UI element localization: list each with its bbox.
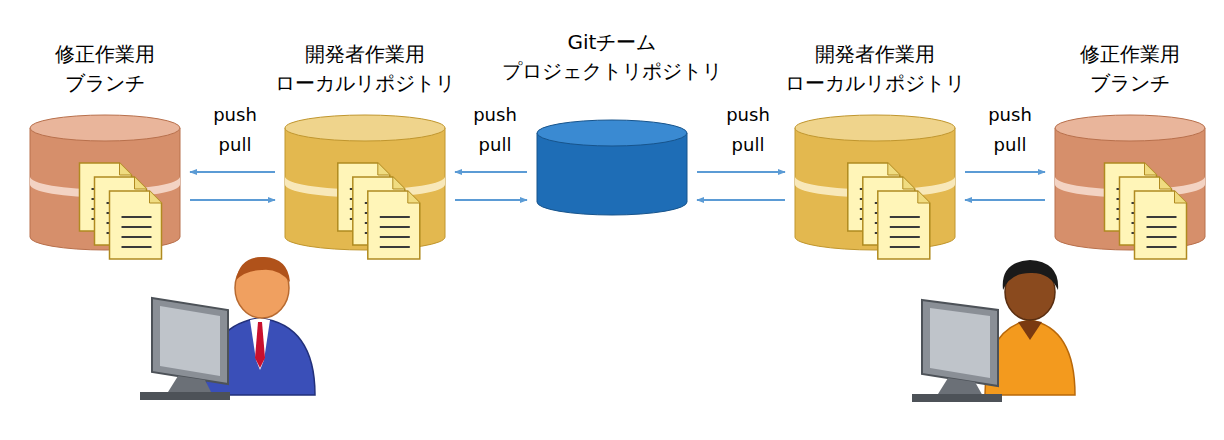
repository-heading: 開発者作業用 ローカルリポジトリ — [775, 40, 975, 98]
repository-heading: 修正作業用 ブランチ — [1065, 40, 1195, 98]
database-cylinder — [1055, 115, 1205, 250]
operation-label: push — [726, 104, 770, 126]
cylinder-top — [1055, 115, 1205, 141]
cylinder-top — [795, 115, 955, 141]
sync-arrow — [455, 171, 527, 173]
sync-arrow — [965, 199, 1045, 201]
operation-label: pull — [732, 134, 765, 156]
sync-arrow — [965, 171, 1045, 173]
operation-label: pull — [479, 134, 512, 156]
cylinder-top — [537, 120, 687, 146]
database-cylinder — [795, 115, 955, 250]
operation-label: push — [988, 104, 1032, 126]
database-cylinder — [285, 115, 445, 250]
repository-heading: Gitチーム プロジェクトリポジトリ — [492, 28, 732, 86]
operation-label: pull — [994, 134, 1027, 156]
cylinder-body — [285, 128, 445, 250]
cylinder-body — [795, 128, 955, 250]
document-icon — [110, 191, 162, 259]
database-cylinder — [30, 115, 180, 250]
sync-arrow — [697, 171, 785, 173]
operation-label: push — [473, 104, 517, 126]
repository-node: 修正作業用 ブランチ — [30, 40, 180, 250]
repository-heading: 開発者作業用 ローカルリポジトリ — [265, 40, 465, 98]
repository-node: 修正作業用 ブランチ — [1055, 40, 1205, 250]
sync-arrow — [190, 171, 275, 173]
document-icon — [878, 191, 930, 259]
cylinder-top — [30, 115, 180, 141]
document-icon — [1135, 191, 1187, 259]
repository-heading: 修正作業用 ブランチ — [40, 40, 170, 98]
document-icon — [368, 191, 420, 259]
developer-left — [140, 257, 315, 400]
sync-arrow — [190, 199, 275, 201]
developer-right — [912, 260, 1075, 402]
repository-node: 開発者作業用 ローカルリポジトリ — [795, 40, 955, 250]
operation-label: pull — [219, 134, 252, 156]
database-cylinder — [537, 120, 687, 215]
repository-node: 開発者作業用 ローカルリポジトリ — [285, 40, 445, 250]
cylinder-top — [285, 115, 445, 141]
sync-arrow — [697, 199, 785, 201]
sync-arrow — [455, 199, 527, 201]
repository-node: Gitチーム プロジェクトリポジトリ — [537, 28, 687, 215]
operation-label: push — [213, 104, 257, 126]
